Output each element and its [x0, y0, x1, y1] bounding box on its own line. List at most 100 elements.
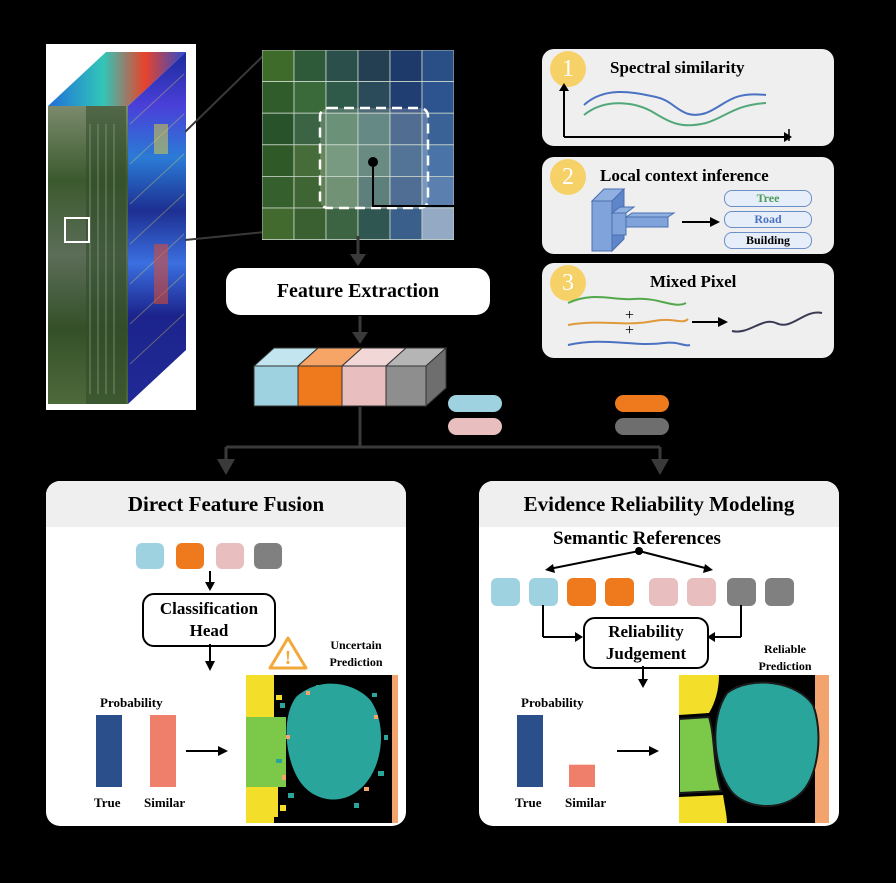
- feature-segment-blue: [253, 365, 299, 407]
- patch-cell: [293, 50, 327, 83]
- reference-fork-arrows: [545, 547, 713, 573]
- ref-chip-blue-2: [529, 578, 558, 606]
- arrows-to-judgement: [542, 605, 742, 642]
- card-mixed-pixel: 3 Mixed Pixel + +: [542, 263, 834, 358]
- patch-cell: [389, 112, 423, 146]
- feature-extraction-button[interactable]: Feature Extraction: [226, 268, 490, 315]
- chip-pink: [216, 543, 244, 569]
- feature-segment-gray: [385, 365, 427, 407]
- patch-cell: [421, 81, 454, 114]
- badge-number-2: 2: [550, 159, 586, 195]
- arrow-chips-to-head: [205, 571, 215, 591]
- patch-cell: [389, 50, 423, 83]
- patch-cell: [389, 144, 423, 177]
- feature-vector-3d: [252, 346, 448, 408]
- patch-cell: [357, 207, 391, 240]
- branch-arrows: [217, 407, 669, 475]
- arrow-bars-to-map-left: [186, 746, 228, 756]
- zoom-connector-lines: [185, 53, 266, 241]
- plus-sign-2: +: [625, 322, 635, 339]
- arrow-judgement-to-output: [638, 666, 648, 688]
- badge-number-3: 3: [550, 265, 586, 301]
- panel-title-left: Direct Feature Fusion: [46, 481, 406, 527]
- bar-similar-left: [150, 715, 176, 787]
- class-pill-building: Building: [724, 232, 812, 249]
- spectral-curves-plot: [559, 83, 792, 142]
- patch-cell: [421, 207, 454, 240]
- reliability-judgement-box: Reliability Judgement: [583, 617, 709, 669]
- arrow-bars-to-map-right: [617, 746, 659, 756]
- ref-chip-pink-1: [649, 578, 678, 606]
- patch-cell: [389, 176, 423, 209]
- patch-cell: [325, 50, 359, 83]
- card-local-context: 2 Local context inference Tree Road Buil…: [542, 157, 834, 254]
- bar-label-similar-left: Similar: [144, 795, 186, 810]
- probability-bars-left: [96, 715, 176, 787]
- patch-cell: [262, 50, 295, 83]
- probability-label-right: Probability: [521, 695, 584, 710]
- bar-label-true-right: True: [515, 795, 542, 810]
- bar-label-true-left: True: [94, 795, 121, 810]
- cnn-block-icon: [590, 187, 720, 253]
- legend-pill-orange: [615, 395, 669, 412]
- chip-orange: [176, 543, 204, 569]
- bar-label-similar-right: Similar: [565, 795, 607, 810]
- ref-chip-blue-1: [491, 578, 520, 606]
- patch-cell: [293, 207, 327, 240]
- warning-icon: !: [268, 636, 308, 670]
- badge-number-1: 1: [550, 51, 586, 87]
- chip-gray: [254, 543, 282, 569]
- ref-chip-gray-1: [727, 578, 756, 606]
- svg-text:!: !: [285, 647, 292, 669]
- card-title-spectral: Spectral similarity: [610, 58, 745, 77]
- plus-sign-1: +: [625, 307, 635, 324]
- mixed-pixel-curves: [567, 296, 823, 347]
- ref-chip-orange-1: [567, 578, 596, 606]
- card-title-mixed: Mixed Pixel: [650, 272, 737, 291]
- legend-pill-gray: [615, 418, 669, 435]
- patch-cell: [262, 176, 295, 209]
- chip-blue: [136, 543, 164, 569]
- bar-similar-right: [569, 764, 595, 787]
- bar-true-right: [517, 715, 543, 787]
- patch-cell: [357, 50, 391, 83]
- patch-cell: [262, 81, 295, 114]
- semantic-references-label: Semantic References: [553, 528, 721, 549]
- probability-label-left: Probability: [100, 695, 163, 710]
- feature-segment-orange: [297, 365, 343, 407]
- feature-segment-pink: [341, 365, 387, 407]
- ref-chip-gray-2: [765, 578, 794, 606]
- card-title-context: Local context inference: [600, 166, 769, 185]
- class-pill-tree: Tree: [724, 190, 812, 207]
- patch-cell: [389, 207, 423, 240]
- arrow-to-feature-extraction: [350, 236, 366, 266]
- probability-bars-right: [517, 715, 595, 787]
- ref-chip-orange-2: [605, 578, 634, 606]
- reliable-prediction-map: [679, 675, 829, 823]
- patch-cell: [421, 50, 454, 83]
- patch-cell: [325, 207, 359, 240]
- arrow-head-to-output: [205, 644, 215, 671]
- panel-title-right: Evidence Reliability Modeling: [479, 481, 839, 527]
- hyperspectral-cube: [46, 44, 196, 410]
- patch-cell: [262, 207, 295, 240]
- legend-pill-blue: [448, 395, 502, 412]
- bar-true-left: [96, 715, 122, 787]
- zoomed-patch-grid: [262, 50, 454, 240]
- card-spectral-similarity: 1 Spectral similarity: [542, 49, 834, 146]
- patch-cell: [262, 112, 295, 146]
- arrow-to-feature-vector: [352, 316, 368, 344]
- patch-cell: [262, 144, 295, 177]
- patch-cell: [325, 144, 359, 177]
- panel-direct-feature-fusion: Direct Feature Fusion Classification Hea…: [46, 481, 406, 826]
- uncertain-prediction-label: Uncertain Prediction: [329, 638, 383, 669]
- panel-evidence-reliability: Evidence Reliability Modeling Semantic R…: [479, 481, 839, 826]
- reliable-prediction-label: Reliable Prediction: [758, 642, 812, 673]
- class-pill-road: Road: [724, 211, 812, 228]
- patch-cell: [325, 176, 359, 209]
- ref-chip-pink-2: [687, 578, 716, 606]
- classification-head-box: Classification Head: [142, 593, 276, 647]
- legend-pill-pink: [448, 418, 502, 435]
- patch-selector: [64, 217, 90, 243]
- patch-cell: [293, 81, 327, 114]
